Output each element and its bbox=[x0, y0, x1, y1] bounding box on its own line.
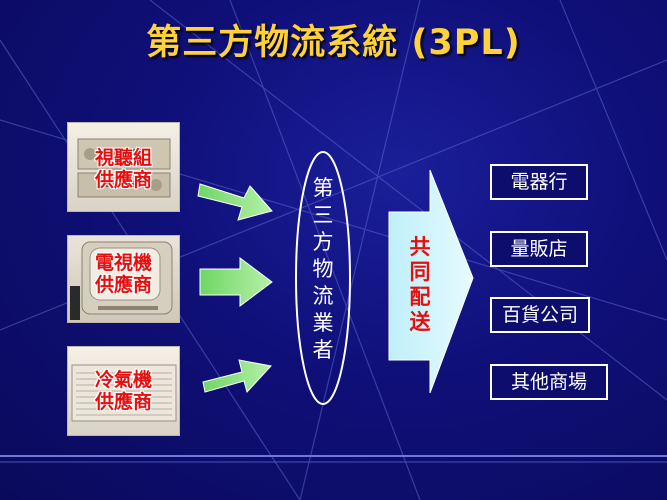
slide-title: 第三方物流系統 (3PL) bbox=[146, 23, 521, 63]
distribution-char: 同 bbox=[409, 259, 431, 284]
destination-appliance-store: 電器行 bbox=[490, 164, 588, 200]
air-conditioner-image bbox=[71, 364, 177, 422]
audio-equipment-image bbox=[77, 138, 171, 198]
bottom-decoration bbox=[0, 455, 667, 463]
destination-department-store: 百貨公司 bbox=[490, 297, 590, 333]
center-char: 第 bbox=[312, 176, 334, 200]
supplier-tv-label-line2: 供應商 bbox=[94, 274, 152, 296]
supplier-audio-card: 視聽組 供應商 bbox=[67, 122, 180, 212]
distribution-char: 配 bbox=[409, 284, 431, 309]
supplier-tv-label-line1: 電視機 bbox=[94, 252, 152, 274]
supplier-audio-label-line1: 視聽組 bbox=[94, 147, 152, 169]
center-char: 業 bbox=[312, 311, 334, 335]
joint-delivery-label: 共 同 配 送 bbox=[402, 234, 438, 334]
supplier-audio-label-line2: 供應商 bbox=[94, 169, 152, 191]
supplier-aircon-label-line1: 冷氣機 bbox=[94, 369, 152, 391]
joint-delivery-arrow bbox=[388, 169, 474, 394]
center-char: 物 bbox=[312, 257, 334, 281]
third-party-logistics-label: 第 三 方 物 流 業 者 bbox=[303, 175, 343, 364]
destination-mass-retailer: 量販店 bbox=[490, 231, 588, 267]
center-char: 方 bbox=[312, 230, 334, 254]
supplier-aircon-label-line2: 供應商 bbox=[94, 391, 152, 413]
supplier-aircon-card: 冷氣機 供應商 bbox=[67, 346, 180, 436]
arrow-aircon-to-3pl bbox=[202, 359, 272, 394]
distribution-char: 送 bbox=[409, 309, 431, 334]
center-char: 三 bbox=[312, 203, 334, 227]
center-char: 者 bbox=[312, 338, 334, 362]
third-party-logistics-ellipse bbox=[295, 151, 351, 405]
distribution-char: 共 bbox=[409, 234, 431, 259]
arrow-audio-to-3pl bbox=[197, 183, 273, 221]
destination-other-malls: 其他商場 bbox=[490, 364, 608, 400]
tv-set-image bbox=[70, 241, 173, 320]
arrow-tv-to-3pl bbox=[199, 257, 273, 307]
center-char: 流 bbox=[312, 284, 334, 308]
supplier-tv-card: 電視機 供應商 bbox=[67, 235, 180, 323]
